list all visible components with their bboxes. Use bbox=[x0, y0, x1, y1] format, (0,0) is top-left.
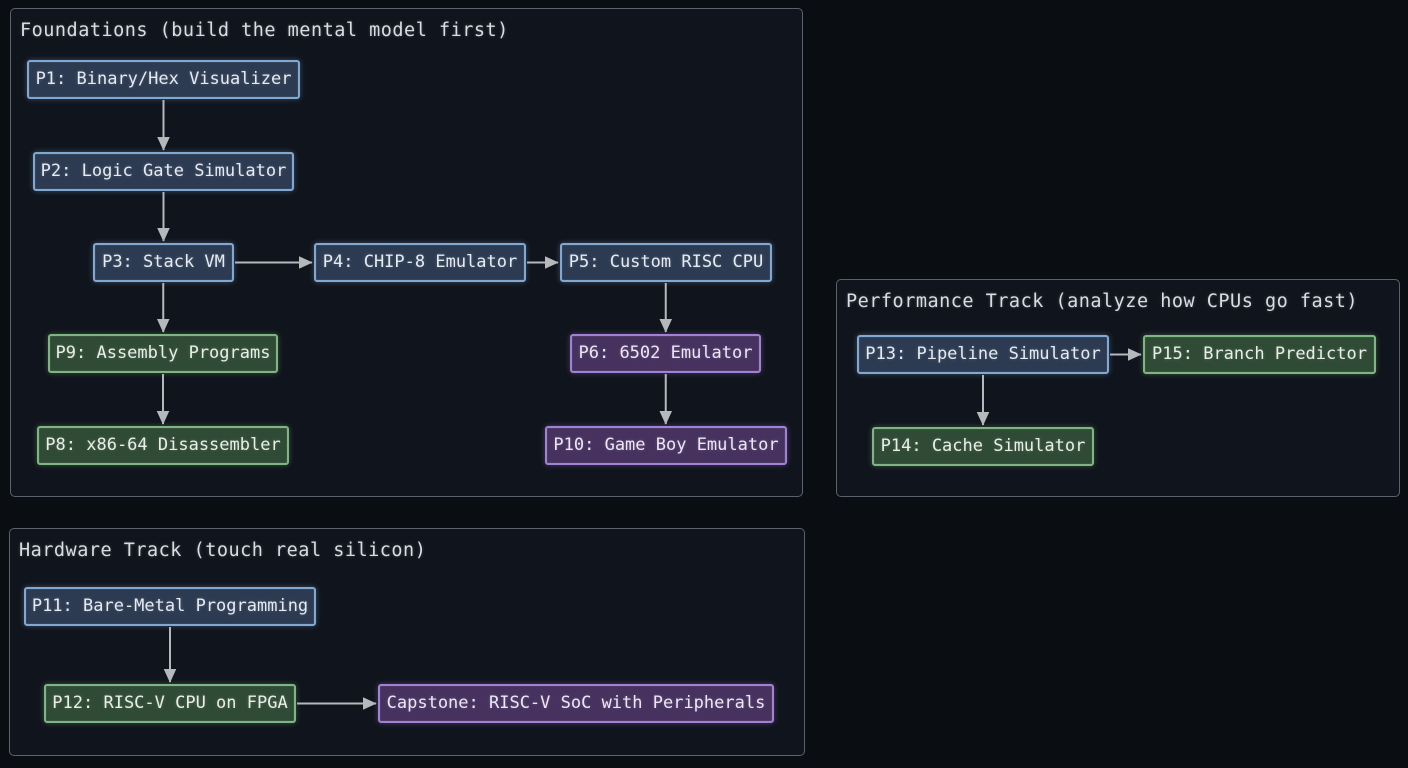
node-p12: P12: RISC-V CPU on FPGA bbox=[44, 684, 296, 723]
cluster-title-foundations: Foundations (build the mental model firs… bbox=[20, 20, 509, 41]
node-p13: P13: Pipeline Simulator bbox=[857, 335, 1109, 374]
node-p4: P4: CHIP-8 Emulator bbox=[314, 243, 526, 282]
node-p2: P2: Logic Gate Simulator bbox=[33, 152, 294, 191]
node-p1: P1: Binary/Hex Visualizer bbox=[27, 60, 300, 99]
node-p6: P6: 6502 Emulator bbox=[570, 334, 761, 373]
cluster-title-hardware: Hardware Track (touch real silicon) bbox=[19, 540, 427, 561]
node-p14: P14: Cache Simulator bbox=[872, 427, 1094, 466]
cluster-title-performance: Performance Track (analyze how CPUs go f… bbox=[846, 291, 1359, 312]
node-p5: P5: Custom RISC CPU bbox=[560, 243, 772, 282]
node-p11: P11: Bare-Metal Programming bbox=[24, 587, 316, 626]
node-p9: P9: Assembly Programs bbox=[48, 334, 278, 373]
node-p15: P15: Branch Predictor bbox=[1143, 335, 1376, 374]
node-capstone: Capstone: RISC-V SoC with Peripherals bbox=[378, 684, 774, 723]
node-p10: P10: Game Boy Emulator bbox=[545, 426, 787, 465]
node-p3: P3: Stack VM bbox=[93, 243, 234, 282]
node-p8: P8: x86-64 Disassembler bbox=[37, 426, 289, 465]
